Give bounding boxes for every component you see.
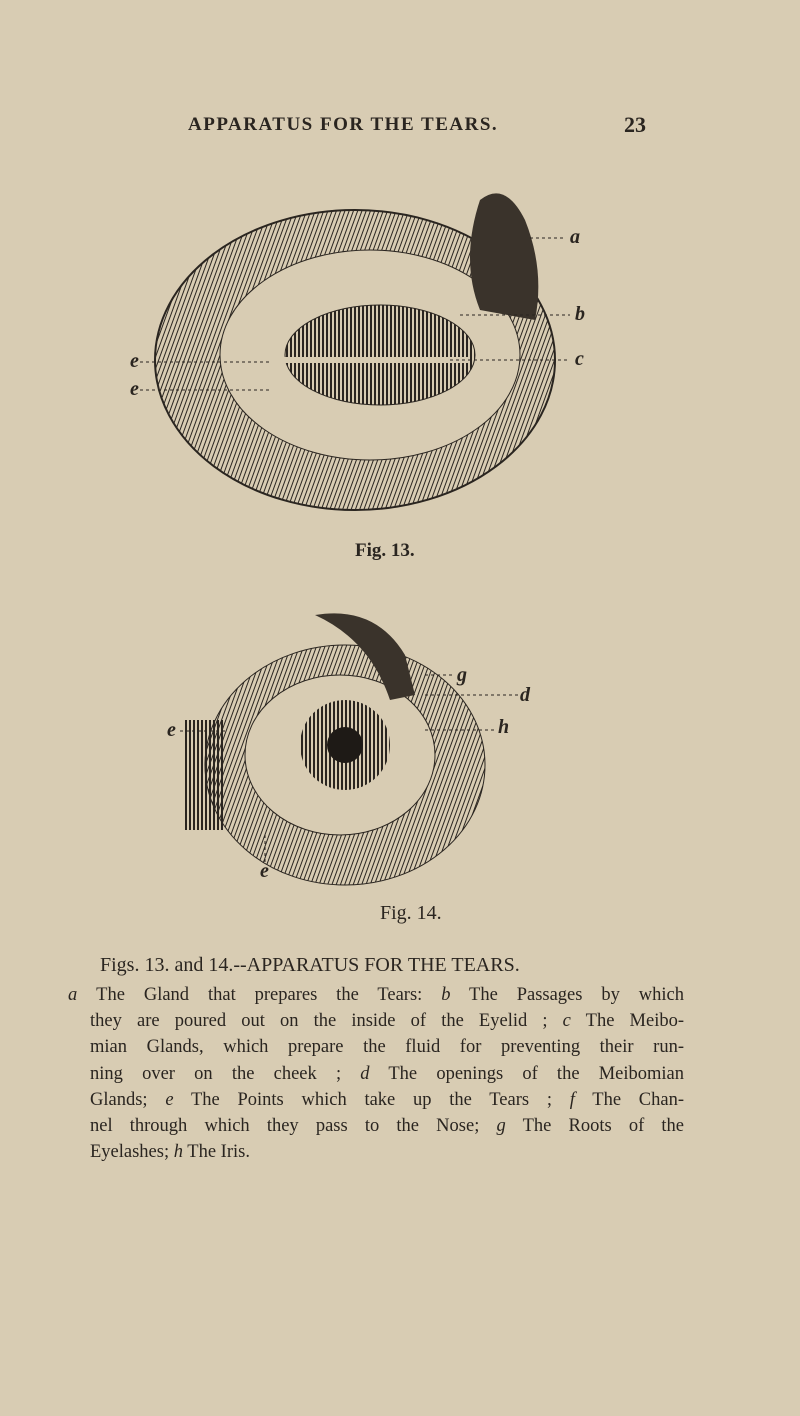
legend-key-letter: b	[441, 985, 451, 1005]
page-number: 23	[624, 112, 646, 137]
legend-line: nel through which they pass to the Nose;…	[68, 1113, 684, 1139]
legend-key-letter: a	[68, 985, 97, 1005]
figure-14-caption: Fig. 14.	[380, 902, 442, 924]
legend-text: The Points which take up the Tears ;	[173, 1089, 570, 1110]
label-e: e	[260, 860, 269, 882]
legend-text: The Passages by which	[450, 985, 684, 1005]
legend-text: mian Glands, which prepare the fluid for…	[90, 1037, 684, 1058]
legend-line: a The Gland that prepares the Tears: b T…	[68, 982, 684, 1008]
legend-text: nel through which they pass to the Nose;	[90, 1116, 497, 1137]
legend-title: Figs. 13. and 14.--APPARATUS FOR THE TEA…	[100, 954, 520, 976]
figure-13-caption: Fig. 13.	[355, 540, 415, 561]
label-g: g	[456, 664, 467, 686]
legend-text: The Iris.	[183, 1142, 250, 1163]
legend-text: Eyelashes;	[90, 1142, 174, 1163]
legend-text: Glands;	[90, 1089, 166, 1110]
label-d: d	[520, 684, 531, 706]
legend-line: mian Glands, which prepare the fluid for…	[68, 1034, 684, 1060]
legend-line: they are poured out on the inside of the…	[68, 1008, 684, 1034]
legend-key-letter: e	[165, 1089, 174, 1110]
legend-key-letter: c	[562, 1011, 571, 1032]
figure-14-illustration: g d h e e	[167, 613, 531, 886]
legend-text: The Roots of the	[505, 1116, 684, 1137]
figure-13-illustration: a b c e e	[130, 193, 585, 511]
legend-text: The Gland that prepares the Tears:	[96, 985, 442, 1005]
legend-text: The Chan-	[574, 1089, 685, 1110]
label-e: e	[130, 378, 139, 400]
label-e: e	[130, 350, 139, 372]
label-a: a	[570, 226, 580, 248]
legend-key-letter: g	[496, 1116, 506, 1137]
legend-key-letter: h	[173, 1142, 183, 1163]
legend-text: they are poured out on the inside of the…	[90, 1011, 563, 1032]
legend-text: The openings of the Meibomian	[369, 1063, 685, 1084]
label-b: b	[575, 303, 585, 325]
legend-paragraph: a The Gland that prepares the Tears: b T…	[68, 982, 684, 1165]
legend-key-letter: d	[360, 1063, 370, 1084]
label-c: c	[575, 348, 584, 370]
legend-key-letter: f	[569, 1089, 575, 1110]
label-h: h	[498, 716, 509, 738]
running-title: APPARATUS FOR THE TEARS.	[188, 114, 499, 135]
legend-text: ning over on the cheek ;	[90, 1063, 361, 1084]
legend-line: ning over on the cheek ; d The openings …	[68, 1061, 684, 1087]
legend-line: Glands; e The Points which take up the T…	[68, 1087, 684, 1113]
legend-text: The Meibo-	[570, 1011, 684, 1032]
label-e: e	[167, 719, 176, 741]
legend-line: Eyelashes; h The Iris.	[68, 1139, 684, 1165]
